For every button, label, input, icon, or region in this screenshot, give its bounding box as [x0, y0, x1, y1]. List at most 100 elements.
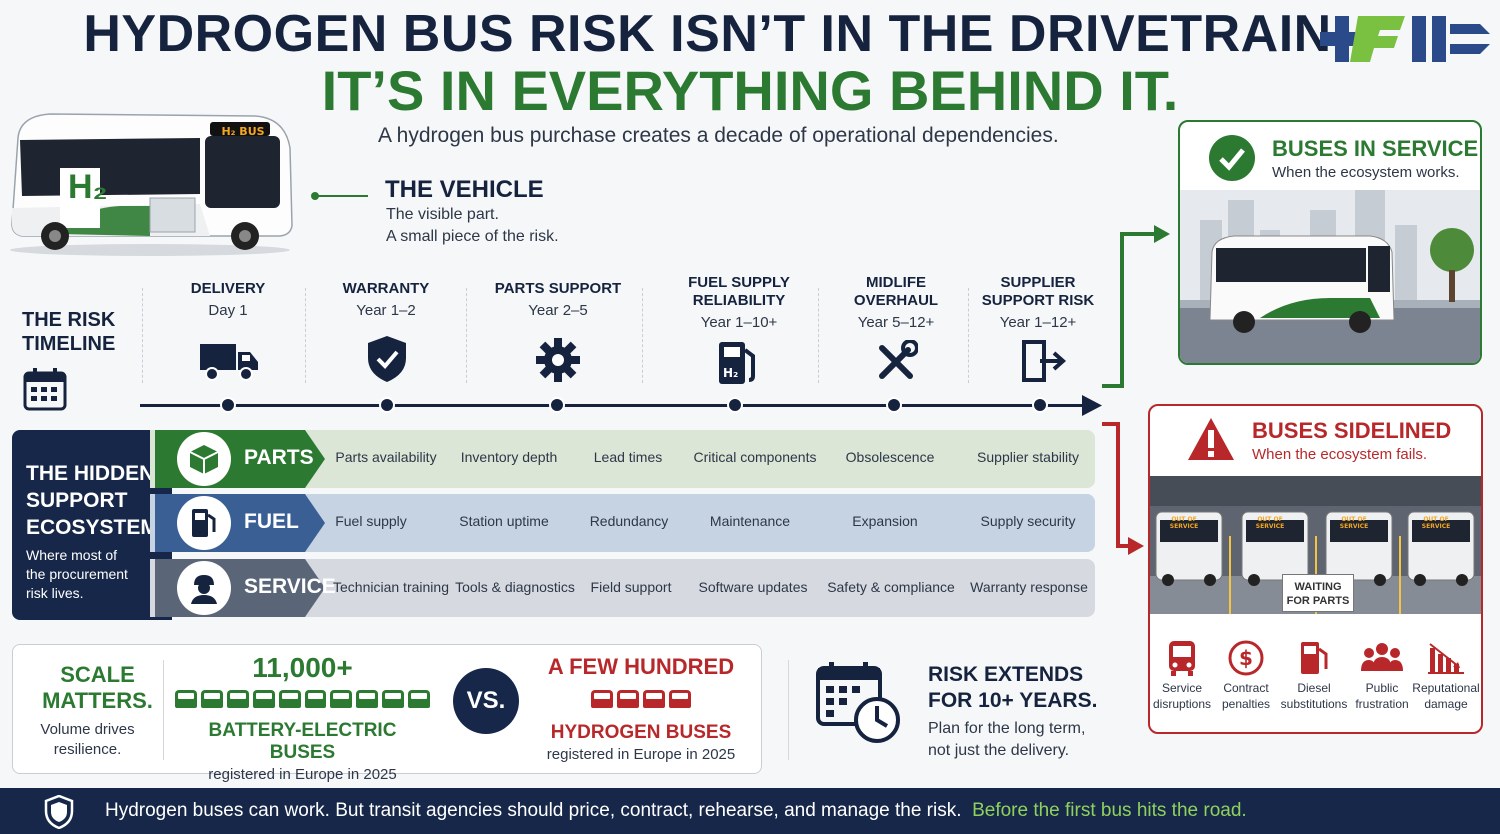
diesel-pump-icon [1280, 636, 1348, 680]
svg-text:$: $ [1239, 646, 1253, 670]
cell: Fuel supply [335, 513, 407, 529]
vehicle-line1: The visible part. [386, 206, 499, 223]
out-of-service-sign: OUT OF SERVICE [1421, 516, 1451, 530]
headline-line2: IT’S IN EVERYTHING BEHIND IT. [321, 59, 1179, 122]
footer-main: Hydrogen buses can work. But transit age… [105, 800, 962, 821]
vehicle-connector [310, 186, 370, 205]
footer-accent: Before the first bus hits the road. [972, 800, 1247, 821]
bus-h2-decal: H₂ [68, 168, 108, 206]
timeline-axis [140, 404, 1090, 407]
vehicle-line2: A small piece of the risk. [386, 228, 559, 245]
h2-stat: A FEW HUNDRED HYDROGEN BUSES registered … [530, 654, 752, 763]
cell: Supplier stability [977, 449, 1079, 465]
scale-comparison-box [12, 644, 762, 774]
h2-sub: registered in Europe in 2025 [546, 746, 736, 763]
gear-icon [534, 336, 582, 388]
timeline-stage-supplier-risk: SUPPLIER SUPPORT RISK Year 1–12+ [981, 274, 1095, 331]
check-circle-icon [1208, 134, 1256, 186]
timeline-dot [886, 397, 902, 413]
cell: Station uptime [459, 513, 549, 529]
row-label-fuel: FUEL [244, 510, 299, 533]
in-service-title: BUSES IN SERVICE [1272, 136, 1479, 161]
cell: Lead times [593, 449, 663, 465]
out-of-service-sign: OUT OF SERVICE [1339, 516, 1369, 530]
tools-icon [874, 339, 919, 388]
timeline-stage-warranty: WARRANTY Year 1–2 [342, 280, 430, 319]
in-service-sub: When the ecosystem works. [1272, 164, 1460, 181]
timeline-dot [220, 397, 236, 413]
box-icon [177, 432, 231, 486]
hidden-ecosystem-title: THE HIDDEN SUPPORT ECOSYSTEM [26, 462, 158, 539]
cell: Safety & compliance [827, 579, 955, 595]
h2-bus-icons [530, 690, 752, 708]
svg-text:H₂: H₂ [723, 366, 738, 380]
timeline-stage-fuel-supply: FUEL SUPPLY RELIABILITY Year 1–10+ [688, 274, 790, 331]
bus-icon [1148, 636, 1216, 680]
sidelined-sub: When the ecosystem fails. [1252, 446, 1428, 463]
dollar-icon: $ [1212, 636, 1280, 680]
bev-stat: 11,000+ BATTERY-ELECTRIC BUSES registere… [174, 652, 431, 783]
bev-sub: registered in Europe in 2025 [208, 766, 397, 783]
cell: Inventory depth [460, 449, 558, 465]
bev-count: 11,000+ [252, 652, 353, 683]
arrow-to-in-service [1100, 222, 1172, 396]
timeline-dot [379, 397, 395, 413]
timeline-arrowhead [1082, 395, 1102, 420]
chart-down-icon [1412, 636, 1480, 680]
out-of-service-sign: OUT OF SERVICE [1255, 516, 1285, 530]
city-bus-scene [1180, 190, 1480, 363]
out-of-service-sign: OUT OF SERVICE [1169, 516, 1199, 530]
cell: Field support [590, 579, 672, 595]
h2-count: A FEW HUNDRED [547, 654, 735, 679]
timeline-dot [727, 397, 743, 413]
fuel-icon [177, 496, 231, 550]
timeline-dot [549, 397, 565, 413]
cell: Software updates [698, 579, 808, 595]
headline-line1: HYDROGEN BUS RISK ISN’T IN THE DRIVETRAI… [83, 5, 1347, 63]
row-label-service: SERVICE [244, 575, 336, 598]
risk-extends-title: RISK EXTENDS FOR 10+ YEARS. [928, 663, 1098, 712]
h2-label: HYDROGEN BUSES [550, 722, 732, 743]
timeline-stage-parts-support: PARTS SUPPORT Year 2–5 [494, 280, 622, 319]
arrow-to-sidelined [1100, 420, 1150, 564]
cell: Warranty response [970, 579, 1088, 595]
bev-label: BATTERY-ELECTRIC BUSES [208, 720, 397, 763]
truck-icon [198, 338, 260, 386]
bev-bus-icons [174, 690, 431, 708]
warning-icon [1186, 416, 1236, 466]
cell: Expansion [852, 513, 918, 529]
exit-door-icon [1020, 338, 1068, 388]
vehicle-title: THE VEHICLE [385, 176, 544, 203]
hydrogen-bus-image [0, 108, 300, 258]
depot-scene [1150, 476, 1481, 614]
bus-destination-sign: H₂ BUS [221, 125, 265, 138]
footer-bar [0, 788, 1500, 834]
risk-extends-sub: Plan for the long term, not just the del… [928, 720, 1086, 759]
waiting-for-parts-sign: WAITING FOR PARTS [1282, 574, 1354, 612]
timeline-stage-midlife-overhaul: MIDLIFE OVERHAUL Year 5–12+ [853, 274, 939, 331]
cell: Technician training [333, 579, 449, 595]
scale-title: SCALE MATTERS. [42, 662, 153, 713]
risk-timeline-label: THE RISK TIMELINE [22, 309, 116, 355]
cell: Obsolescence [845, 449, 935, 465]
logo [1320, 10, 1495, 68]
footer-text: Hydrogen buses can work. But transit age… [105, 800, 1247, 822]
cell: Parts availability [335, 449, 437, 465]
cell: Supply security [980, 513, 1076, 529]
cell: Maintenance [709, 513, 791, 529]
people-icon [1348, 636, 1416, 680]
row-label-parts: PARTS [244, 446, 314, 469]
vs-badge: VS. [453, 668, 519, 734]
hidden-ecosystem-panel [12, 430, 172, 620]
cell: Redundancy [589, 513, 669, 529]
timeline-dot [1032, 397, 1048, 413]
fuel-pump-icon: H₂ [716, 338, 760, 390]
shield-check-icon [366, 334, 408, 388]
shield-icon [44, 794, 74, 833]
cell: Critical components [693, 449, 817, 465]
